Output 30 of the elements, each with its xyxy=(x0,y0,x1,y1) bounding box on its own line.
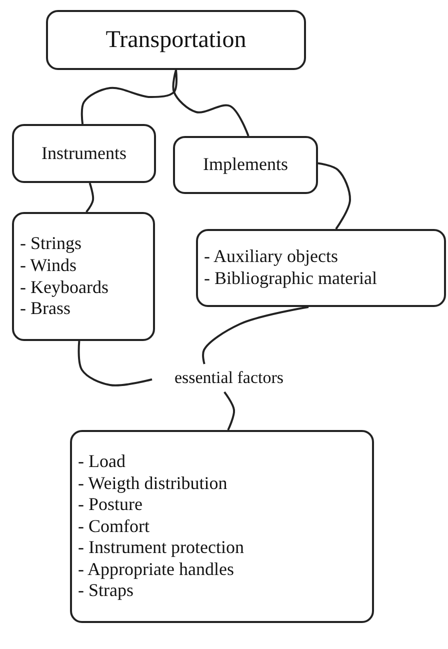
list-item: - Weigth distribution xyxy=(78,472,228,494)
list-box xyxy=(70,430,374,623)
list-box xyxy=(196,229,446,307)
topic-box xyxy=(12,124,156,183)
connector-line xyxy=(172,70,250,136)
connector-line xyxy=(224,391,236,430)
list-item: - Keyboards xyxy=(20,276,110,298)
list-item: - Posture xyxy=(78,494,144,516)
connector-label: essential factors xyxy=(174,368,284,388)
connector-line xyxy=(86,182,94,213)
topic-box xyxy=(46,10,306,70)
list-item: - Comfort xyxy=(78,516,150,538)
list-box xyxy=(12,212,155,341)
topic-label: Implements xyxy=(203,154,288,176)
list-item: - Appropriate handles xyxy=(78,558,235,580)
list-item: - Strings xyxy=(20,233,83,255)
connector-line xyxy=(318,162,351,230)
connector-line xyxy=(80,70,178,124)
list-item: - Auxiliary objects xyxy=(204,246,339,268)
list-item: - Bibliographic material xyxy=(204,268,378,290)
topic-label: Instruments xyxy=(42,142,126,164)
list-item: - Load xyxy=(78,450,126,473)
topic-label: Transportation xyxy=(106,26,246,54)
list-item: - Brass xyxy=(20,298,72,320)
topic-box xyxy=(173,136,318,194)
connector-line xyxy=(78,340,152,386)
list-item: - Winds xyxy=(20,254,78,276)
list-item: - Instrument protection xyxy=(78,537,245,559)
list-item: - Straps xyxy=(78,580,134,602)
connector-line xyxy=(202,306,309,364)
